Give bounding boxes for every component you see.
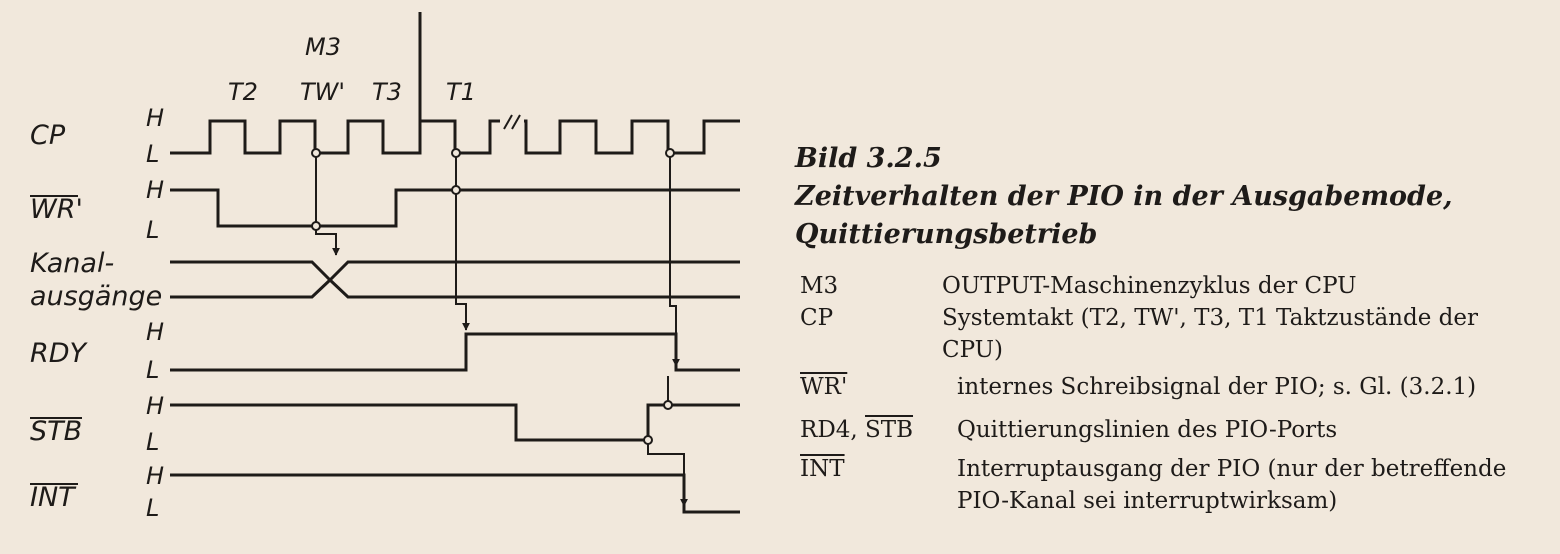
cycle-label: M3 [305, 33, 341, 61]
level-h-cp: H [146, 104, 164, 132]
legend-text-cp-cont: CPU) [942, 337, 1004, 363]
legend-key-stb: STB [865, 417, 914, 443]
legend-key-m3: M3 [800, 273, 839, 299]
legend-key-int: INT [800, 456, 845, 482]
legend-key-cp: CP [800, 305, 834, 331]
signal-label-cp: CP [30, 120, 66, 151]
figure-title-line2: Quittierungsbetrieb [795, 219, 1098, 250]
arrow-cp-to-rdy-low [669, 153, 680, 367]
signal-label-wr: WR' [30, 194, 83, 225]
legend-key-wr: WR' [800, 374, 848, 400]
level-l-int: L [146, 494, 159, 522]
junction-dot [663, 400, 673, 410]
legend-key-rd4-stb: RD4, STB [800, 415, 913, 445]
level-h-wr: H [146, 176, 164, 204]
arrow-t1-to-rdy [455, 153, 470, 331]
figure-title-line1: Zeitverhalten der PIO in der Ausgabemode… [795, 181, 1453, 212]
state-label-t2: T2 [228, 78, 258, 106]
junction-dot [665, 148, 675, 158]
level-h-rdy: H [146, 318, 164, 346]
junction-dot [311, 221, 321, 231]
legend-text-wr: internes Schreibsignal der PIO; s. Gl. (… [957, 374, 1477, 400]
legend-text-m3: OUTPUT-Maschinenzyklus der CPU [942, 273, 1357, 299]
signal-label-stb: STB [30, 416, 82, 447]
arrow-stb-to-int [647, 440, 688, 507]
cp-waveform [170, 119, 500, 155]
level-h-stb: H [146, 392, 164, 420]
legend-text-int-cont: PIO-Kanal sei interruptwirksam) [957, 488, 1338, 514]
legend-key-rd4: RD4, [800, 417, 866, 443]
arrow-tw-to-outputs [315, 153, 340, 256]
cp-break-mark [503, 114, 521, 130]
level-l-cp: L [146, 140, 159, 168]
rdy-waveform [170, 332, 740, 372]
state-label-tw: TW' [300, 78, 345, 106]
junction-dot [451, 148, 461, 158]
stb-waveform [170, 403, 740, 442]
state-label-t1: T1 [446, 78, 476, 106]
legend-text-rd4-stb: Quittierungslinien des PIO-Ports [957, 417, 1338, 443]
junction-dot [643, 435, 653, 445]
signal-label-rdy: RDY [30, 338, 89, 369]
int-waveform [170, 473, 740, 514]
signal-label-kanal: Kanal- [30, 248, 114, 279]
level-l-wr: L [146, 216, 159, 244]
level-l-stb: L [146, 428, 159, 456]
figure-caption: Bild 3.2.5 Zeitverhalten der PIO in der … [795, 140, 1555, 254]
level-h-int: H [146, 462, 164, 490]
legend-text-int: Interruptausgang der PIO (nur der betref… [957, 456, 1507, 482]
timing-diagram: M3 T2 TW' T3 T1 CP WR' Kanal- ausgänge R… [30, 12, 740, 522]
figure-number: Bild 3.2.5 [795, 143, 942, 174]
junction-dot [451, 185, 461, 195]
signal-label-int: INT [30, 482, 77, 513]
cp-waveform-cont [524, 119, 740, 155]
level-l-rdy: L [146, 356, 159, 384]
signal-label-ausgaenge: ausgänge [30, 281, 162, 312]
channel-outputs-lower [170, 277, 740, 299]
state-label-t3: T3 [372, 78, 402, 106]
junction-dot [311, 148, 321, 158]
legend-text-cp: Systemtakt (T2, TW', T3, T1 Taktzustände… [942, 305, 1478, 331]
